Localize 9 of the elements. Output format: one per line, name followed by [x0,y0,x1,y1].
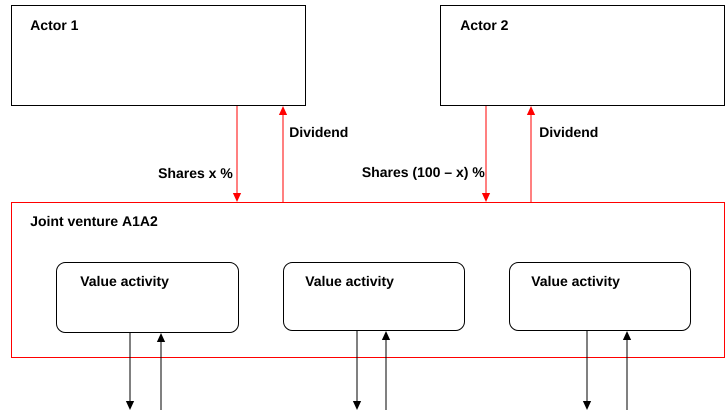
edge-label: Shares (100 – x) % [362,166,484,180]
edge-label: Dividend [290,126,348,138]
actor-box: Actor 1 [11,5,306,106]
activity-box: Value activity [283,262,465,331]
actor-box: Actor 2 [440,5,725,106]
activity-box: Value activity [56,262,239,333]
activity-box: Value activity [509,262,691,331]
edge-label: Shares x % [158,168,232,178]
edge-label: Dividend [540,126,598,138]
